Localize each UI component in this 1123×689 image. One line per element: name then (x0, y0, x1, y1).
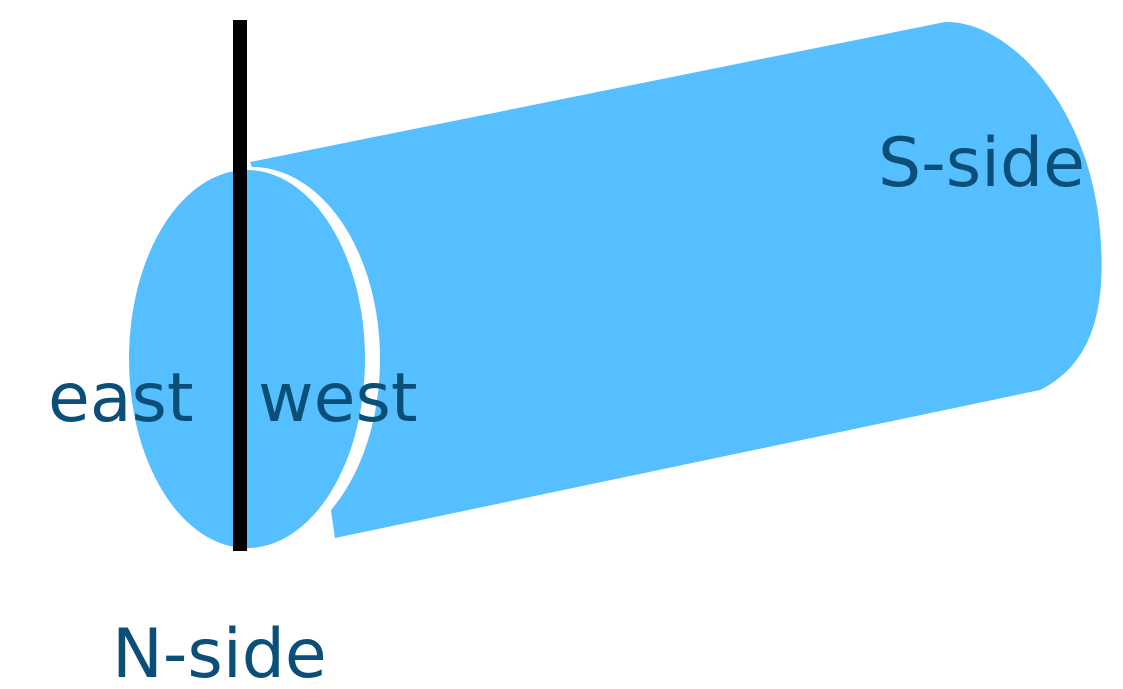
n-side-label: N-side (112, 615, 327, 689)
east-label: east (48, 359, 194, 438)
west-label: west (258, 359, 418, 438)
s-side-label: S-side (878, 124, 1085, 203)
cylinder-body (250, 22, 1102, 538)
